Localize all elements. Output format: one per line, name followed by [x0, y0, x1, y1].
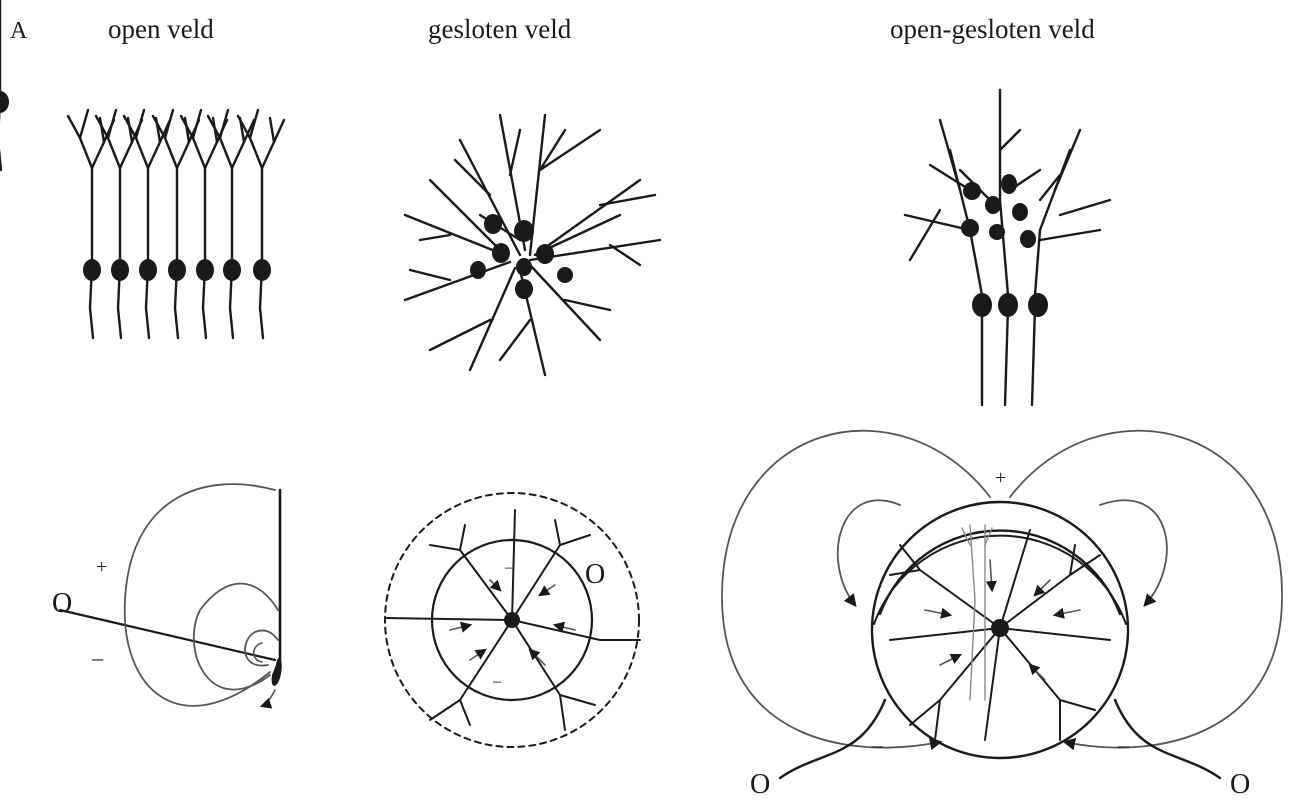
- closed-minus-sign-bottom: –: [492, 673, 502, 690]
- oc-minus-sign-left: –: [871, 732, 884, 757]
- open-field-potential: [58, 483, 282, 709]
- open-closed-field-neurons: [903, 88, 1112, 407]
- open-closed-field-potential: [721, 429, 1283, 780]
- closed-field-neurons: [403, 113, 662, 377]
- closed-observer-label: O: [585, 559, 605, 590]
- oc-plus-sign: +: [995, 467, 1006, 489]
- oc-observer-label-left: O: [750, 769, 770, 800]
- oc-minus-sign-right: –: [1117, 732, 1130, 757]
- open-observer-label: O: [52, 588, 72, 619]
- closed-field-potential: [384, 492, 641, 748]
- title-open-field: open veld: [108, 14, 214, 44]
- open-field-neurons: [0, 0, 286, 340]
- open-minus-sign: –: [91, 645, 104, 670]
- title-closed-field: gesloten veld: [428, 14, 572, 44]
- panel-letter: A: [10, 18, 28, 44]
- title-open-closed-field: open-gesloten veld: [890, 14, 1095, 44]
- open-plus-sign: +: [96, 556, 107, 578]
- pyramidal-neuron: [0, 0, 9, 172]
- closed-minus-sign-top: –: [504, 559, 514, 576]
- oc-observer-label-right: O: [1230, 769, 1250, 800]
